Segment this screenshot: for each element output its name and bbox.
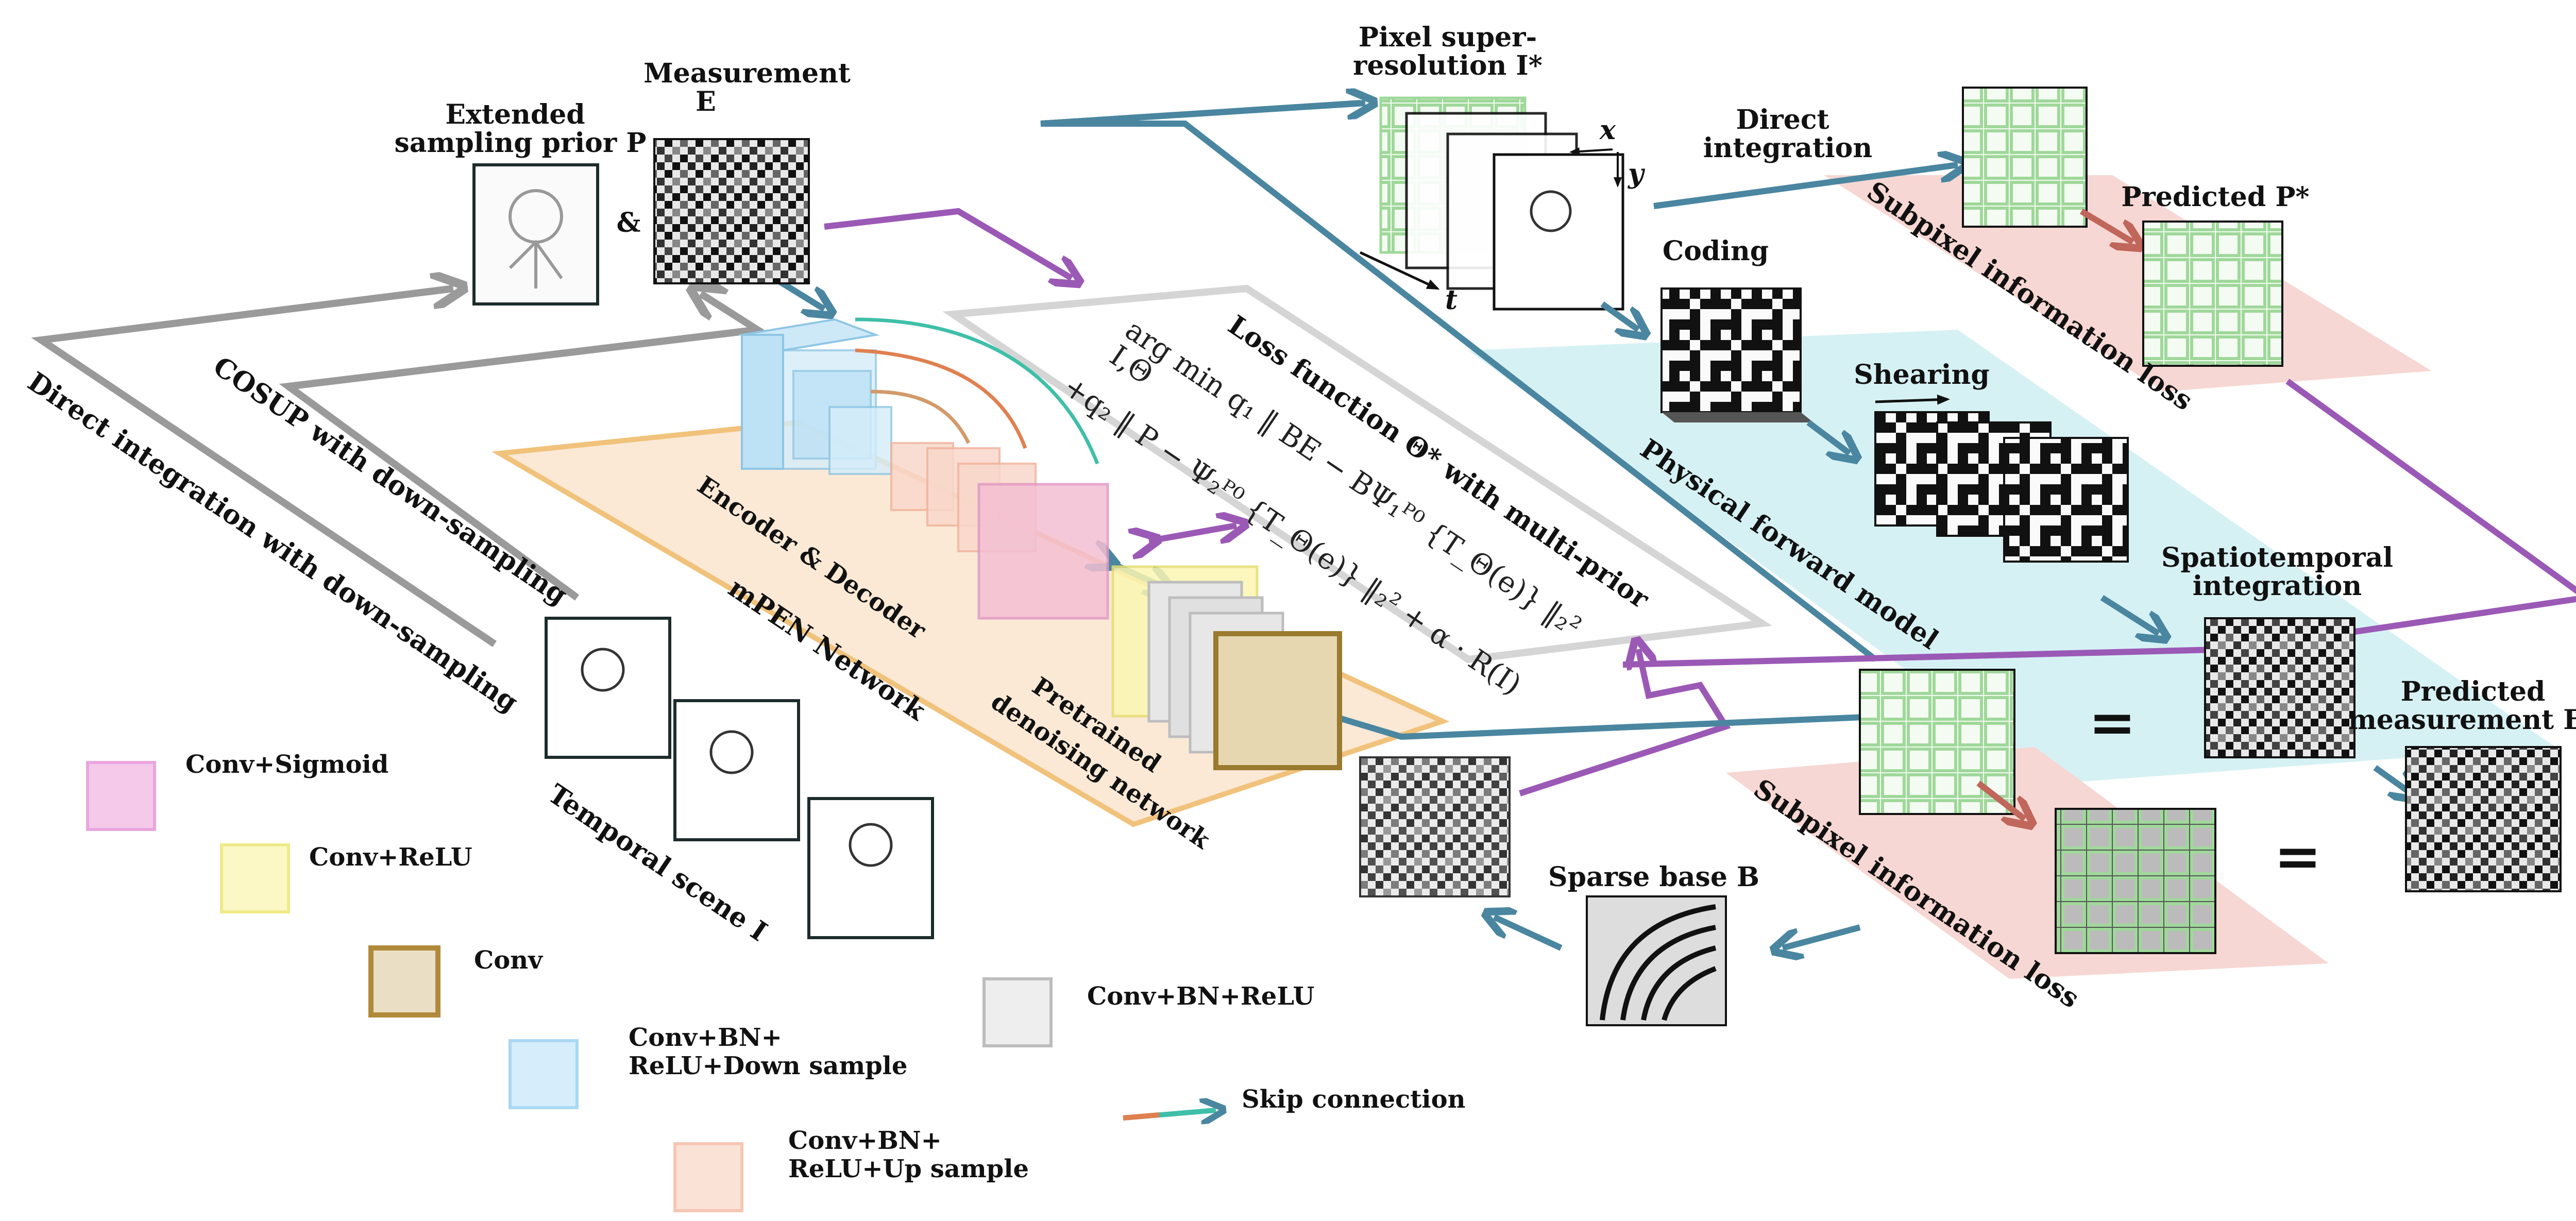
coding-mask	[1660, 287, 1814, 422]
extended-prior-label: Extended sampling prior P	[395, 99, 647, 159]
spatiotemporal-image	[2204, 617, 2355, 758]
pixel-sr-stack	[1379, 96, 1624, 311]
axis-y-label: y	[1628, 158, 1646, 190]
legend-conv-bn-relu: Conv+BN+ReLU	[982, 977, 1314, 1047]
svg-text:Skip connection: Skip connection	[1242, 1085, 1466, 1114]
axis-t-arrow	[1359, 251, 1440, 290]
axis-x-arrow	[1569, 147, 1613, 156]
svg-text:Measurement: Measurement	[643, 58, 851, 89]
predicted-e-image	[2405, 746, 2562, 892]
legend-conv-relu: Conv+ReLU	[220, 843, 472, 913]
cosup-arrow	[279, 294, 768, 601]
temporal-scene-frames	[545, 617, 934, 939]
to-integration-arrow	[2100, 595, 2159, 634]
legend-conv-bn-relu-up: Conv+BN+ ReLU+Up sample	[673, 1126, 1029, 1212]
svg-text:ReLU+Up sample: ReLU+Up sample	[788, 1155, 1029, 1183]
purple-return-arrow	[1519, 649, 1731, 796]
legend-conv-sigmoid: Conv+Sigmoid	[86, 750, 388, 831]
coding-label: Coding	[1663, 235, 1769, 267]
equals-sign-bottom: =	[2274, 823, 2321, 889]
to-blurred-arrow	[1494, 917, 1563, 951]
svg-text:Extended: Extended	[445, 99, 585, 130]
extended-prior-image	[472, 163, 599, 306]
shearing-label: Shearing	[1854, 359, 1989, 391]
direct-integration-top-arrow	[1653, 165, 1958, 209]
predicted-e-label: Predicted measurement E*	[2348, 676, 2576, 736]
legend-conv: Conv	[368, 945, 544, 1017]
sparse-base-label: Sparse base B	[1548, 861, 1759, 893]
svg-text:integration: integration	[1703, 132, 1872, 164]
svg-text:measurement E*: measurement E*	[2348, 704, 2576, 736]
svg-text:Spatiotemporal: Spatiotemporal	[2161, 542, 2393, 573]
svg-text:sampling prior P: sampling prior P	[395, 127, 647, 159]
purple-right-route	[1622, 379, 2576, 668]
sheared-frames	[1874, 411, 2129, 563]
subpixel-panel-bottom	[1726, 747, 2329, 979]
equals-sign-top: =	[2089, 689, 2136, 755]
legend-skip-connection: Skip connection	[1123, 1085, 1466, 1118]
measurement-label: Measurement E	[643, 58, 851, 117]
pixel-sr-label: Pixel super- resolution I*	[1353, 22, 1543, 81]
svg-text:Conv: Conv	[474, 946, 544, 975]
axis-x-label: x	[1599, 114, 1616, 146]
loss-panel	[942, 284, 1772, 664]
encoder-decoder-blocks	[738, 317, 1109, 620]
predicted-p-label: Predicted P*	[2121, 181, 2309, 213]
svg-text:Conv+ReLU: Conv+ReLU	[309, 843, 472, 872]
svg-text:Conv+BN+: Conv+BN+	[629, 1023, 782, 1052]
axis-t-label: t	[1445, 284, 1458, 316]
svg-text:Pixel super-: Pixel super-	[1359, 22, 1537, 53]
svg-text:Predicted: Predicted	[2401, 676, 2546, 707]
predicted-grid-bottom	[2055, 808, 2216, 954]
svg-text:resolution I*: resolution I*	[1353, 50, 1543, 81]
direct-integration-arrow	[31, 289, 497, 647]
svg-text:Conv+BN+ReLU: Conv+BN+ReLU	[1087, 982, 1314, 1011]
spatiotemporal-label: Spatiotemporal integration	[2161, 542, 2393, 602]
to-sparse-arrow	[1783, 924, 1861, 948]
svg-text:E: E	[696, 86, 716, 117]
legend: Conv+Sigmoid Conv+ReLU Conv Conv+BN+ ReL…	[86, 750, 1466, 1212]
svg-text:Direct: Direct	[1736, 104, 1829, 135]
legend-conv-bn-relu-down: Conv+BN+ ReLU+Down sample	[509, 1023, 907, 1109]
svg-text:Conv+Sigmoid: Conv+Sigmoid	[185, 750, 388, 779]
red-arrow-top	[2079, 208, 2133, 242]
blurred-measurement-image	[1359, 756, 1511, 897]
to-shearing-arrow	[1806, 420, 1850, 453]
to-pixel-sr-arrow	[1040, 103, 1365, 127]
measurement-image	[653, 138, 810, 284]
shearing-direction-arrow	[1875, 394, 1950, 405]
purple-to-loss-arrow	[824, 208, 1072, 278]
mpen-purple-double-arrow	[1149, 525, 1236, 541]
predicted-p-grid	[2142, 221, 2283, 367]
to-coding-arrow	[1600, 301, 1638, 330]
svg-text:Conv+BN+: Conv+BN+	[788, 1126, 942, 1155]
svg-text:ReLU+Down sample: ReLU+Down sample	[629, 1052, 907, 1080]
denoising-blocks	[1111, 565, 1342, 770]
ampersand-label: &	[617, 207, 641, 239]
integrated-grid-top	[1962, 87, 2088, 228]
svg-text:integration: integration	[2193, 570, 2362, 602]
red-arrow-bottom	[1976, 781, 2025, 819]
direct-integration-top-label: Direct integration	[1703, 104, 1872, 164]
sparse-base-image	[1586, 895, 1727, 1026]
